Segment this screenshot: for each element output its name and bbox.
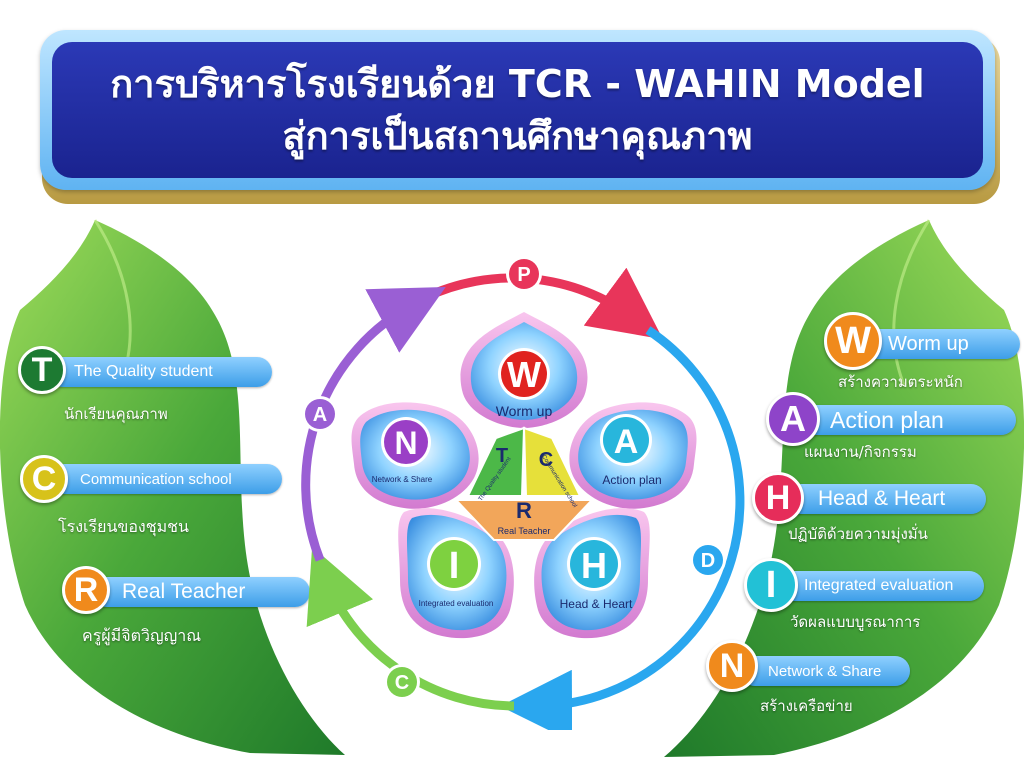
petal-i: I Integrated evaluation xyxy=(398,508,514,639)
left-item-r-label: Real Teacher xyxy=(122,580,246,603)
cycle-letter-c: C xyxy=(395,672,409,694)
petal-a: A Action plan xyxy=(569,402,697,509)
right-item-n-label: Network & Share xyxy=(768,662,882,680)
title-line-1: การบริหารโรงเรียนด้วย TCR - WAHIN Model xyxy=(110,62,925,106)
petal-w: W Worm up xyxy=(460,312,588,428)
right-item-w-pill: Worm up xyxy=(858,329,1020,359)
left-item-t-thai: นักเรียนคุณภาพ xyxy=(64,405,168,423)
cycle-badge-p: P xyxy=(506,256,542,292)
letter-a-icon: A xyxy=(766,392,820,446)
left-item-c-label: Communication school xyxy=(80,470,232,488)
petal-h-label: Head & Heart xyxy=(560,597,633,611)
petal-a-label: Action plan xyxy=(602,473,661,487)
cycle-badge-c: C xyxy=(384,664,420,700)
core-triangle: T The Quality student C Communication sc… xyxy=(453,426,595,541)
cycle-badge-a: A xyxy=(302,396,338,432)
right-item-a-label: Action plan xyxy=(830,406,944,433)
petal-w-label: Worm up xyxy=(496,403,553,419)
right-item-i-pill: Integrated evaluation xyxy=(774,571,984,601)
right-item-n-thai: สร้างเครือข่าย xyxy=(760,697,853,715)
letter-n-icon: N xyxy=(706,640,758,692)
right-item-a-pill: Action plan xyxy=(800,405,1016,435)
petal-h-letter: H xyxy=(581,545,607,586)
right-item-i-thai: วัดผลแบบบูรณาการ xyxy=(790,613,921,631)
left-item-c-thai: โรงเรียนของชุมชน xyxy=(58,517,189,536)
letter-w-icon: W xyxy=(824,312,882,370)
letter-r-icon: R xyxy=(62,566,110,614)
right-item-n-pill: Network & Share xyxy=(740,656,910,686)
left-item-r-thai: ครูผู้มีจิตวิญญาณ xyxy=(82,626,202,645)
petal-h: H Head & Heart xyxy=(534,508,650,639)
petal-w-letter: W xyxy=(507,354,541,395)
petal-i-label: Integrated evaluation xyxy=(419,599,494,608)
cycle-badge-d: D xyxy=(690,542,726,578)
cycle-letter-d: D xyxy=(701,550,715,572)
petal-n-letter: N xyxy=(394,425,417,461)
cycle-arc-d xyxy=(500,326,745,730)
core-letter-r: R xyxy=(516,498,532,523)
core-segment-t xyxy=(466,426,526,497)
letter-i-icon: I xyxy=(744,558,798,612)
letter-c-icon: C xyxy=(20,455,68,503)
letter-t-icon: T xyxy=(18,346,66,394)
petal-a-letter: A xyxy=(614,423,639,461)
right-item-h-thai: ปฏิบัติด้วยความมุ่งมั่น xyxy=(788,525,928,543)
left-item-t-label: The Quality student xyxy=(74,363,213,380)
right-item-w-label: Worm up xyxy=(888,332,969,355)
right-item-i-label: Integrated evaluation xyxy=(804,577,954,594)
title-banner-inner: การบริหารโรงเรียนด้วย TCR - WAHIN Model … xyxy=(52,42,983,178)
letter-h-icon: H xyxy=(752,472,804,524)
center-diagram: P D C A W Worm up N Network & Share xyxy=(301,256,745,730)
title-line-2: สู่การเป็นสถานศึกษาคุณภาพ xyxy=(282,114,753,158)
core-letter-c: C xyxy=(539,449,553,471)
left-item-c-pill: Communication school xyxy=(50,464,282,494)
right-item-a-thai: แผนงาน/กิจกรรม xyxy=(804,443,917,461)
core-segment-r xyxy=(453,499,595,541)
core-letter-t: T xyxy=(496,445,508,467)
cycle-letter-a: A xyxy=(313,404,327,426)
cycle-letter-p: P xyxy=(517,264,530,286)
right-item-h-pill: Head & Heart xyxy=(786,484,986,514)
petal-n: N Network & Share xyxy=(351,402,479,509)
core-label-r: Real Teacher xyxy=(498,526,551,536)
left-item-t-pill: The Quality student xyxy=(48,357,272,387)
right-item-h-label: Head & Heart xyxy=(818,487,946,510)
petal-n-label: Network & Share xyxy=(372,475,433,484)
core-segment-c xyxy=(522,426,582,497)
petal-i-letter: I xyxy=(449,545,460,587)
left-item-r-pill: Real Teacher xyxy=(92,577,310,607)
right-item-w-thai: สร้างความตระหนัก xyxy=(838,373,963,391)
